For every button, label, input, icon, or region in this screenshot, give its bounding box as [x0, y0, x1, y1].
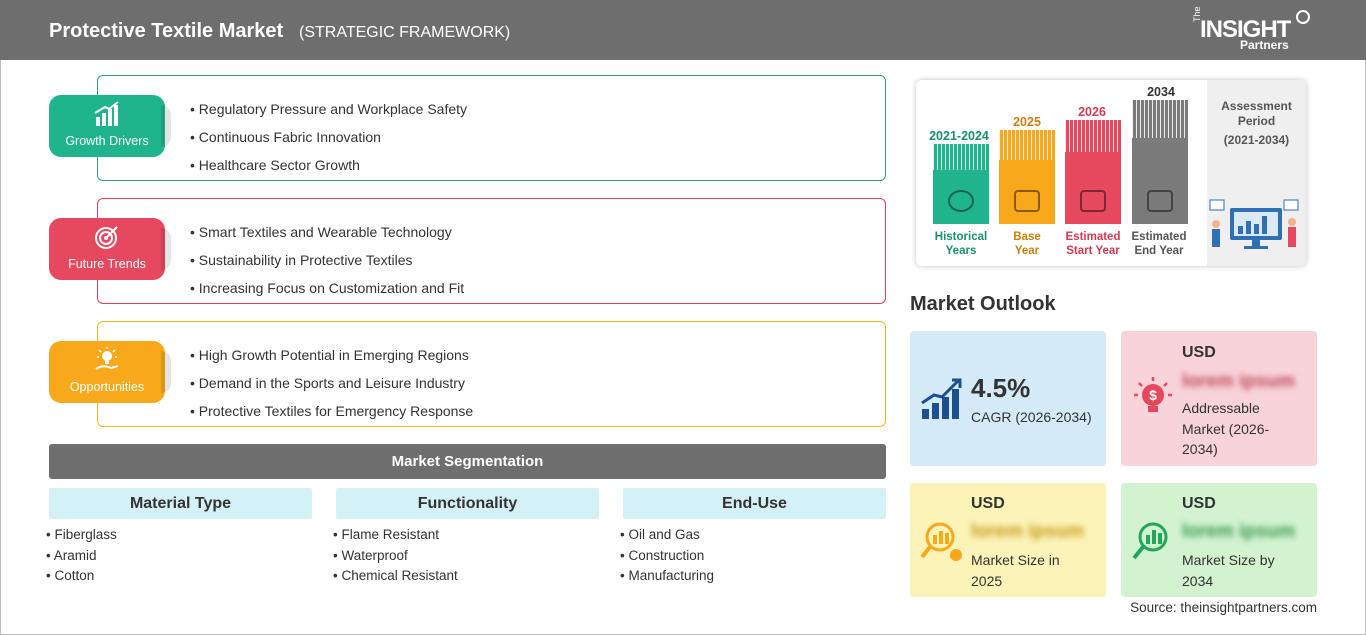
- list-item: Cotton: [46, 566, 117, 587]
- target-icon: [95, 226, 118, 249]
- size-2034-currency: USD: [1182, 495, 1216, 512]
- svg-text:$: $: [1149, 387, 1157, 403]
- future-trends-badge: Future Trends: [49, 218, 171, 280]
- year-start: 2026: [1078, 105, 1106, 119]
- future-trends-label: Future Trends: [68, 257, 146, 271]
- opportunities-label: Opportunities: [69, 380, 145, 394]
- presentation-icon: [1147, 190, 1173, 212]
- bar-chart-up-icon: [94, 101, 119, 126]
- future-trends-box: Smart Textiles and Wearable Technology S…: [97, 198, 886, 304]
- list-item: Construction: [620, 546, 714, 567]
- segment-heading-functionality: Functionality: [336, 488, 599, 519]
- segment-list-end-use: Oil and Gas Construction Manufacturing: [620, 525, 714, 587]
- assessment-range: (2021-2034): [1223, 133, 1290, 147]
- year-base: 2025: [1013, 115, 1041, 129]
- list-item: Flame Resistant: [333, 525, 458, 546]
- growth-drivers-badge: Growth Drivers: [49, 95, 171, 157]
- segment-list-functionality: Flame Resistant Waterproof Chemical Resi…: [333, 525, 458, 587]
- size-2025-currency: USD: [971, 495, 1005, 512]
- size-2034-value: lorem ipsum: [1182, 521, 1295, 542]
- opportunities-list: High Growth Potential in Emerging Region…: [190, 341, 473, 425]
- segment-heading-material-type: Material Type: [49, 488, 312, 519]
- bar-historical: [933, 144, 989, 224]
- list-item: Increasing Focus on Customization and Fi…: [190, 274, 464, 302]
- growth-drivers-label: Growth Drivers: [65, 134, 149, 148]
- growth-drivers-box: Regulatory Pressure and Workplace Safety…: [97, 75, 886, 181]
- year-end: 2034: [1147, 85, 1175, 99]
- money-magnifier-icon: [920, 522, 962, 561]
- bar-start: [1065, 120, 1121, 224]
- opportunities-badge: Opportunities: [49, 341, 171, 403]
- lightbulb-hand-icon: [95, 347, 119, 370]
- calendar-icon: [1014, 190, 1040, 212]
- list-item: Chemical Resistant: [333, 566, 457, 587]
- list-item: Fiberglass: [46, 525, 116, 546]
- year-historical: 2021-2024: [929, 129, 989, 143]
- list-item: Sustainability in Protective Textiles: [190, 246, 464, 274]
- analytics-people-icon: [1209, 199, 1299, 249]
- list-item: Healthcare Sector Growth: [190, 151, 467, 179]
- market-outlook-title: Market Outlook: [910, 293, 1056, 315]
- list-item: High Growth Potential in Emerging Region…: [190, 341, 473, 369]
- history-icon: [948, 190, 974, 212]
- growth-drivers-list: Regulatory Pressure and Workplace Safety…: [190, 95, 467, 179]
- logo-partners: Partners: [1240, 38, 1289, 52]
- list-item: Continuous Fabric Innovation: [190, 123, 467, 151]
- insight-partners-logo[interactable]: The INSIGHT Partners: [1188, 6, 1318, 54]
- page-subtitle: (STRATEGIC FRAMEWORK): [299, 24, 511, 41]
- cagr-card: 4.5% CAGR (2026-2034): [910, 331, 1106, 466]
- logo-word: INSIGHT: [1200, 16, 1291, 43]
- bar-end: [1132, 100, 1188, 224]
- header-bar: Protective Textile Market (STRATEGIC FRA…: [0, 0, 1366, 60]
- chart-magnifier-icon: [1132, 522, 1168, 560]
- list-item: Smart Textiles and Wearable Technology: [190, 218, 464, 246]
- list-item: Manufacturing: [620, 566, 714, 587]
- logo-swirl-icon: [1296, 10, 1310, 24]
- cagr-label: CAGR (2026-2034): [971, 409, 1092, 425]
- segment-list-material-type: Fiberglass Aramid Cotton: [46, 525, 117, 587]
- source-text: Source: theinsightpartners.com: [1130, 600, 1317, 615]
- growth-chart-icon: [921, 378, 962, 419]
- opportunities-box: High Growth Potential in Emerging Region…: [97, 321, 886, 427]
- dollar-bulb-icon: $: [1134, 377, 1172, 412]
- addressable-currency: USD: [1182, 344, 1216, 361]
- start-flag-icon: [1080, 190, 1106, 212]
- list-item: Waterproof: [333, 546, 458, 567]
- size-2025-value: lorem ipsum: [971, 521, 1084, 542]
- segment-heading-end-use: End-Use: [623, 488, 886, 519]
- list-item: Regulatory Pressure and Workplace Safety: [190, 95, 467, 123]
- list-item: Demand in the Sports and Leisure Industr…: [190, 369, 473, 397]
- list-item: Oil and Gas: [620, 525, 714, 546]
- future-trends-list: Smart Textiles and Wearable Technology S…: [190, 218, 464, 302]
- list-item: Aramid: [46, 546, 117, 567]
- page-title: Protective Textile Market: [49, 20, 284, 42]
- segmentation-title: Market Segmentation: [49, 444, 886, 479]
- bar-base: [999, 130, 1055, 224]
- cagr-value: 4.5%: [971, 373, 1031, 403]
- list-item: Protective Textiles for Emergency Respon…: [190, 397, 473, 425]
- addressable-value: lorem ipsum: [1182, 371, 1295, 392]
